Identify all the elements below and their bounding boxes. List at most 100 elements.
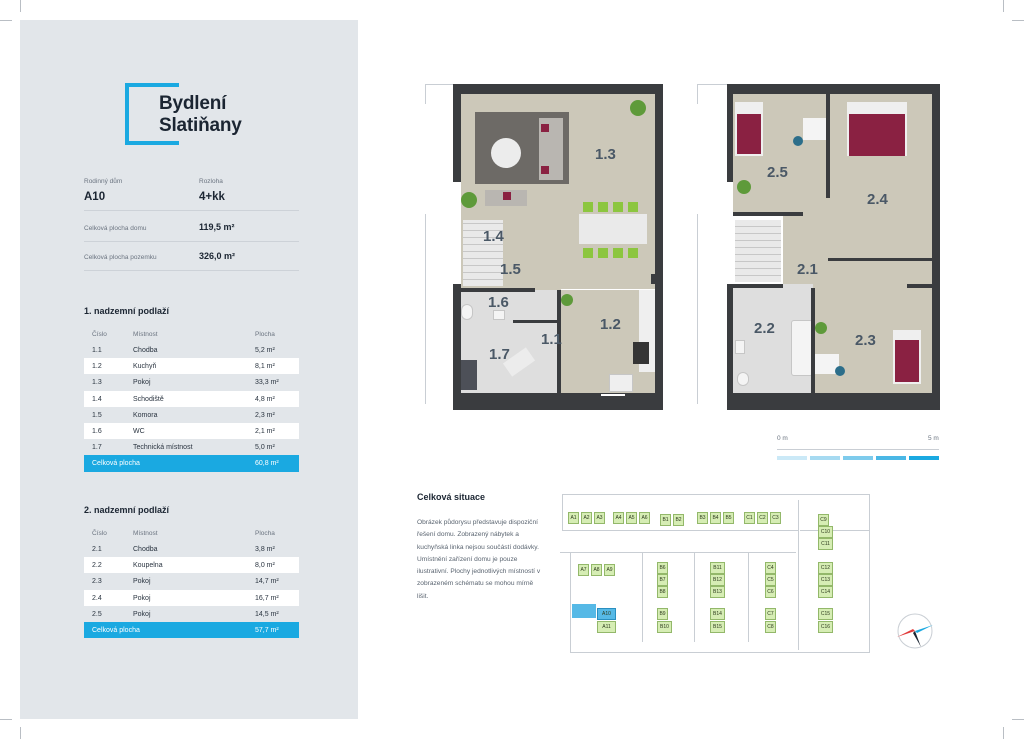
crop-mark [1012, 20, 1024, 21]
room-label: 2.5 [767, 164, 788, 181]
lot-c7[interactable]: C7 [765, 608, 776, 620]
lot-b6[interactable]: B6 [657, 562, 668, 574]
lot-b12[interactable]: B12 [710, 574, 725, 586]
lot-b7[interactable]: B7 [657, 574, 668, 586]
lot-c6[interactable]: C6 [765, 586, 776, 598]
lot-c10[interactable]: C10 [818, 526, 833, 538]
lot-c8[interactable]: C8 [765, 621, 776, 633]
table-cell: 1.2 [92, 363, 102, 371]
sink [735, 340, 745, 354]
table-cell: 3,8 m² [255, 546, 275, 553]
lot-a5[interactable]: A5 [626, 512, 637, 524]
lot-b15[interactable]: B15 [710, 621, 725, 633]
lot-c15[interactable]: C15 [818, 608, 833, 620]
crop-mark [0, 719, 12, 720]
lot-b14[interactable]: B14 [710, 608, 725, 620]
lot-b8[interactable]: B8 [657, 586, 668, 598]
lot-a2[interactable]: A2 [581, 512, 592, 524]
room-label: 2.3 [855, 332, 876, 349]
table-cell: Schodiště [133, 395, 164, 403]
upper-floor-plan: 2.5 2.4 2.1 2.2 2.3 [697, 84, 943, 410]
room-label: 1.6 [488, 294, 509, 311]
staircase [735, 220, 781, 282]
crop-mark [1012, 719, 1024, 720]
table-cell: 1.1 [92, 347, 102, 354]
total-row: Celková plocha 57,7 m² [84, 621, 299, 639]
dining-table [579, 214, 647, 244]
table-cell: 2.4 [92, 594, 102, 602]
total-value: 57,7 m² [255, 626, 279, 634]
lot-c16[interactable]: C16 [818, 621, 833, 633]
lot-c9[interactable]: C9 [818, 514, 829, 526]
lot-a10[interactable]: A10 [597, 608, 616, 620]
house-area-value: 119,5 m² [199, 222, 235, 232]
room-2-1-floor [783, 214, 828, 284]
plant-icon [561, 294, 573, 306]
table-cell: 2.3 [92, 578, 102, 586]
total-value: 60,8 m² [255, 460, 279, 468]
table-cell: 2.5 [92, 610, 102, 618]
dining-chairs [583, 202, 643, 212]
table-cell: Pokoj [133, 610, 151, 618]
lot-c14[interactable]: C14 [818, 586, 833, 598]
lot-a3[interactable]: A3 [594, 512, 605, 524]
lot-c5[interactable]: C5 [765, 574, 776, 586]
lot-b9[interactable]: B9 [657, 608, 668, 620]
lot-b1[interactable]: B1 [660, 514, 671, 526]
table-cell: 2.1 [92, 546, 102, 553]
crop-mark [0, 20, 12, 21]
toilet [737, 372, 749, 386]
floor1-title: 1. nadzemní podlaží [84, 306, 170, 316]
logo-frame [125, 83, 179, 145]
lot-a9[interactable]: A9 [604, 564, 615, 576]
lot-b11[interactable]: B11 [710, 562, 725, 574]
lot-a11[interactable]: A11 [597, 621, 616, 633]
table-cell: 5,2 m² [255, 347, 275, 354]
lot-a6[interactable]: A6 [639, 512, 650, 524]
toilet [461, 304, 473, 320]
column-header: Číslo [92, 530, 107, 537]
crop-mark [20, 727, 21, 739]
lot-c13[interactable]: C13 [818, 574, 833, 586]
lot-b10[interactable]: B10 [657, 621, 672, 633]
lot-b3[interactable]: B3 [697, 512, 708, 524]
column-header: Místnost [133, 530, 158, 537]
lot-c11[interactable]: C11 [818, 538, 833, 550]
lot-b13[interactable]: B13 [710, 586, 725, 598]
lot-a4[interactable]: A4 [613, 512, 624, 524]
lot-a1[interactable]: A1 [568, 512, 579, 524]
lot-c12[interactable]: C12 [818, 562, 833, 574]
scale-bar [777, 456, 939, 461]
lot-c1[interactable]: C1 [744, 512, 755, 524]
lot-b5[interactable]: B5 [723, 512, 734, 524]
lot-a7[interactable]: A7 [578, 564, 589, 576]
lot-c4[interactable]: C4 [765, 562, 776, 574]
lot-c2[interactable]: C2 [757, 512, 768, 524]
table-cell: Pokoj [133, 379, 151, 387]
room-label: 2.2 [754, 320, 775, 337]
total-label: Celková plocha [92, 626, 140, 634]
selected-lot-highlight [572, 604, 596, 618]
lot-a8[interactable]: A8 [591, 564, 602, 576]
table-cell: 2.2 [92, 562, 102, 570]
situation-description: Obrázek půdorysu představuje dispoziční … [417, 519, 541, 600]
room-label: 1.5 [500, 261, 521, 278]
lot-b4[interactable]: B4 [710, 512, 721, 524]
table-cell: 33,3 m² [255, 379, 279, 387]
table-cell: WC [133, 427, 145, 435]
room-label: 1.2 [600, 316, 621, 333]
lot-b2[interactable]: B2 [673, 514, 684, 526]
table-cell: 2,3 m² [255, 411, 275, 419]
cooktop [633, 342, 649, 364]
lot-c3[interactable]: C3 [770, 512, 781, 524]
table-cell: 14,7 m² [255, 578, 279, 586]
table-cell: 16,7 m² [255, 594, 279, 602]
